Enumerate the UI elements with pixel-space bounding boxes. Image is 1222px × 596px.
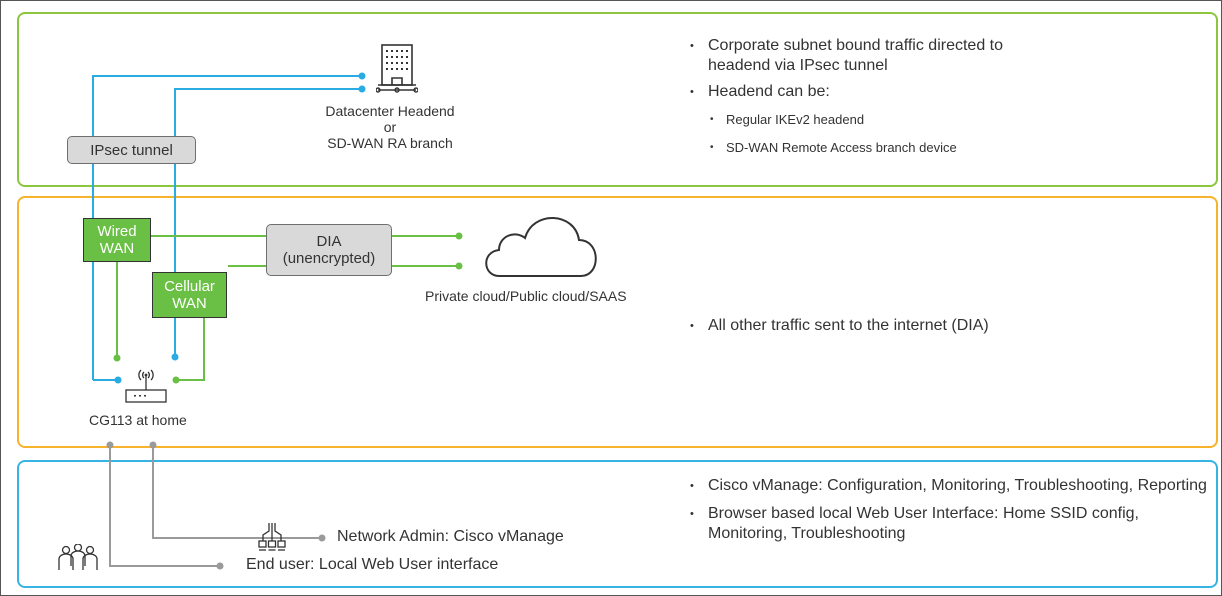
- ipsec-line-outer: [92, 75, 360, 380]
- cloud-label: Private cloud/Public cloud/SAAS: [425, 288, 627, 304]
- dia-box: DIA (unencrypted): [266, 224, 392, 276]
- datacenter-label-line3: SD-WAN RA branch: [327, 135, 453, 151]
- blue-endpoints: [114, 72, 366, 384]
- wired-wan-box: Wired WAN: [83, 218, 151, 262]
- building-icon: [376, 44, 418, 93]
- ipsec-line-inner: [174, 88, 360, 357]
- top-bullets: Corporate subnet bound traffic directed …: [688, 36, 1208, 158]
- bottom-bullet-2: Browser based local Web User Interface: …: [688, 504, 1208, 544]
- top-bullet-2: Headend can be:: [688, 82, 1208, 102]
- green-endpoints: [113, 232, 463, 384]
- dia-box-line1: DIA: [316, 233, 342, 250]
- cellular-wan-box: Cellular WAN: [152, 272, 227, 318]
- mid-bullet-1: All other traffic sent to the internet (…: [688, 316, 1188, 336]
- cloud-icon: [485, 217, 597, 277]
- datacenter-label: Datacenter Headend or SD-WAN RA branch: [300, 103, 480, 151]
- dia-box-line2: (unencrypted): [282, 250, 376, 267]
- ipsec-tunnel-box: IPsec tunnel: [67, 136, 196, 164]
- top-bullet-1: Corporate subnet bound traffic directed …: [688, 36, 1068, 76]
- top-sub-bullet-1: Regular IKEv2 headend: [688, 110, 1208, 130]
- network-admin-icon: [258, 523, 286, 551]
- bottom-bullets: Cisco vManage: Configuration, Monitoring…: [688, 476, 1208, 544]
- dia-panel: [17, 196, 1218, 448]
- router-label: CG113 at home: [89, 412, 187, 428]
- users-icon: [58, 544, 98, 570]
- network-admin-label: Network Admin: Cisco vManage: [337, 528, 564, 545]
- top-sub-bullet-2: SD-WAN Remote Access branch device: [688, 138, 1208, 158]
- gray-endpoints: [106, 441, 326, 570]
- end-user-line: [109, 445, 218, 567]
- mid-bullets: All other traffic sent to the internet (…: [688, 316, 1188, 336]
- datacenter-label-line1: Datacenter Headend: [325, 103, 455, 119]
- management-panel: [17, 460, 1218, 588]
- router-icon: [125, 369, 167, 403]
- ipsec-panel: [17, 12, 1218, 187]
- datacenter-label-line2: or: [383, 119, 397, 135]
- admin-line: [152, 445, 321, 539]
- cellular-to-router-line: [178, 318, 205, 381]
- bottom-bullet-1: Cisco vManage: Configuration, Monitoring…: [688, 476, 1208, 496]
- end-user-label: End user: Local Web User interface: [246, 556, 499, 573]
